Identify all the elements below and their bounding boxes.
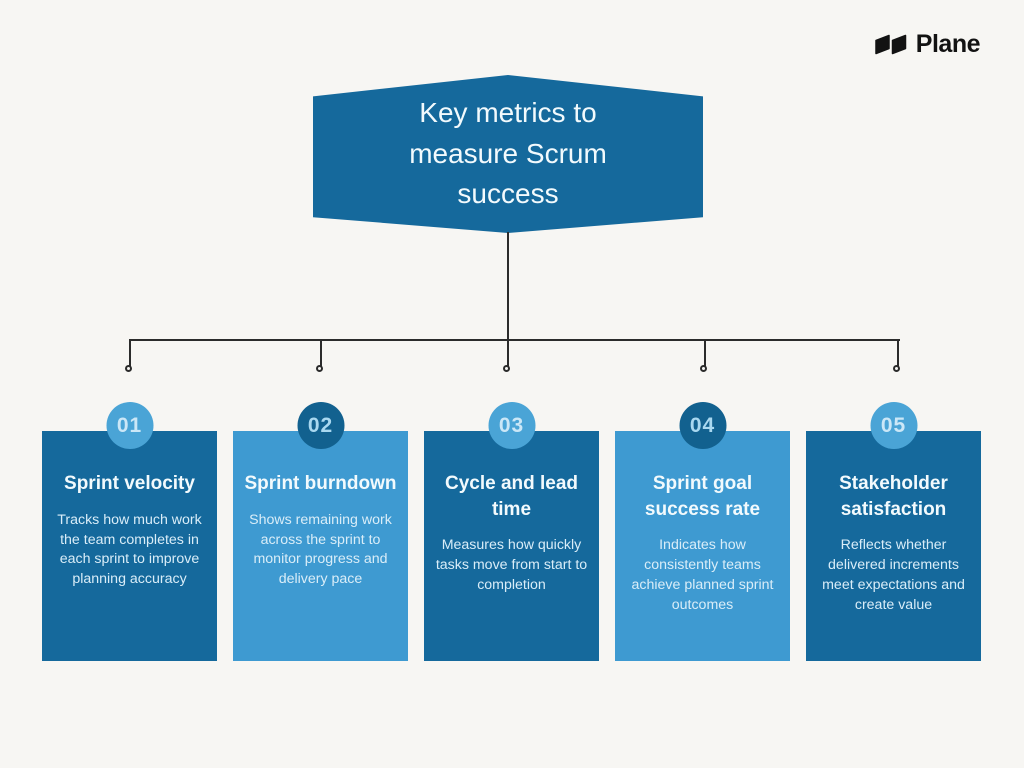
card-title: Sprint burndown <box>244 473 397 494</box>
connector-drop-1 <box>129 341 131 366</box>
card-number-badge: 01 <box>106 402 153 449</box>
card-description: Reflects whether delivered increments me… <box>822 537 965 613</box>
header-banner: Key metrics to measure Scrum success <box>313 75 703 233</box>
card-description: Tracks how much work the team completes … <box>57 511 202 588</box>
metric-card-sprint-velocity: 01 Sprint velocity Tracks how much work … <box>42 402 217 661</box>
card-description: Indicates how consistently teams achieve… <box>631 537 774 613</box>
card-title: Sprint velocity <box>64 473 195 494</box>
card-number-badge: 04 <box>679 402 726 449</box>
connector-drop-2 <box>320 341 322 366</box>
card-number-badge: 03 <box>488 402 535 449</box>
connector-dot-1 <box>125 365 132 372</box>
brand-logo: Plane <box>872 30 981 59</box>
connector-horizontal <box>129 339 900 341</box>
brand-name: Plane <box>915 30 981 58</box>
card-title: Cycle and lead time <box>444 473 579 520</box>
connector-dot-3 <box>503 365 510 372</box>
card-description: Shows remaining work across the sprint t… <box>249 511 392 588</box>
connector-drop-4 <box>704 341 706 366</box>
card-title: Stakeholder satisfaction <box>839 473 948 520</box>
card-title: Sprint goal success rate <box>644 473 761 520</box>
plane-logo-icon <box>872 31 909 58</box>
card-number-badge: 02 <box>297 402 344 449</box>
page-title: Key metrics to measure Scrum success <box>409 97 607 210</box>
connector-dot-4 <box>700 365 707 372</box>
metric-card-sprint-burndown: 02 Sprint burndown Shows remaining work … <box>233 402 408 661</box>
connector-drop-3 <box>507 341 509 366</box>
connector-trunk <box>507 232 509 340</box>
connector-dot-2 <box>316 365 323 372</box>
metric-card-stakeholder-satisfaction: 05 Stakeholder satisfaction Reflects whe… <box>806 402 981 661</box>
connector-dot-5 <box>893 365 900 372</box>
metric-card-sprint-goal-success-rate: 04 Sprint goal success rate Indicates ho… <box>615 402 790 661</box>
card-description: Measures how quickly tasks move from sta… <box>435 537 588 594</box>
connector-drop-5 <box>897 341 899 366</box>
metric-card-cycle-lead-time: 03 Cycle and lead time Measures how quic… <box>424 402 599 661</box>
card-number-badge: 05 <box>870 402 917 449</box>
